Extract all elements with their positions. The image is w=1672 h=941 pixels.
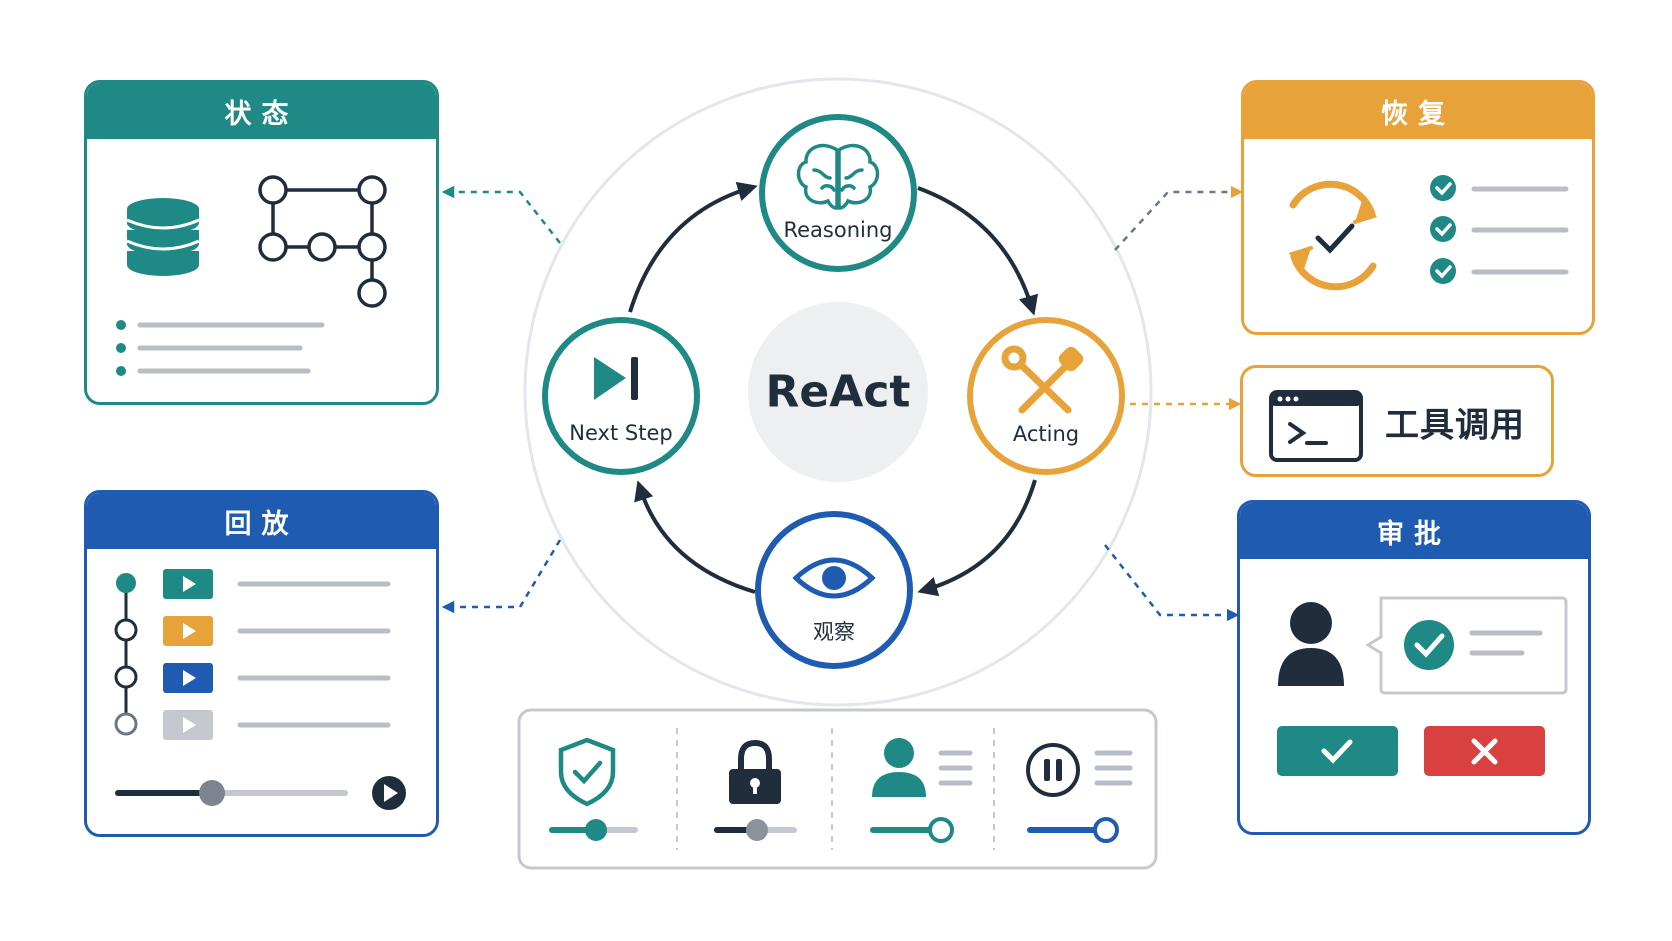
play-icon (163, 569, 213, 740)
refresh-check-icon (1288, 180, 1378, 291)
arrow-acting-to-observe (917, 479, 1037, 597)
observe-node (755, 511, 913, 669)
replay-panel-title: 回放 (87, 493, 436, 549)
tool-call-label: 工具调用 (1385, 405, 1525, 446)
terminal-icon (1269, 390, 1363, 462)
connector-state (441, 185, 561, 244)
approve-button[interactable] (1277, 726, 1398, 776)
scrubber-icon (115, 776, 406, 810)
approval-panel-title: 审批 (1240, 503, 1588, 559)
speech-bubble (1365, 596, 1568, 695)
connectors (441, 185, 1244, 622)
replay-panel: 回放 (84, 490, 439, 837)
reject-button[interactable] (1424, 726, 1545, 776)
replay-panel-content (114, 569, 406, 810)
database-icon (126, 198, 200, 276)
connector-recovery (1114, 185, 1244, 251)
acting-node (967, 317, 1125, 475)
state-panel: 状态 (84, 80, 439, 405)
user-icon (1278, 602, 1344, 686)
wrench-screwdriver-icon (1001, 345, 1084, 414)
arrow-observe-to-nextstep (634, 480, 756, 594)
shield-check-icon[interactable] (549, 737, 638, 841)
arrow-reasoning-to-acting (917, 186, 1039, 316)
approval-panel: 审批 (1237, 500, 1591, 835)
control-strip (517, 708, 1158, 870)
brain-icon (796, 143, 880, 210)
tool-call-panel[interactable] (1240, 365, 1554, 477)
state-panel-title: 状态 (87, 83, 436, 139)
next-step-label: Next Step (569, 421, 673, 445)
center-title: ReAct (765, 366, 911, 418)
arrow-nextstep-to-reasoning (628, 181, 758, 313)
checklist-icon (1430, 175, 1569, 284)
connector-approval (1104, 544, 1240, 622)
reasoning-label: Reasoning (783, 218, 893, 242)
next-step-node (542, 317, 700, 475)
recovery-panel-title: 恢复 (1244, 83, 1592, 139)
state-list (116, 320, 325, 376)
eye-icon (792, 557, 876, 599)
recovery-panel: 恢复 (1241, 80, 1595, 335)
recovery-panel-content (1288, 175, 1569, 291)
pause-icon[interactable] (1026, 743, 1133, 843)
cycle-arrows (628, 181, 1039, 597)
acting-label: Acting (1012, 422, 1080, 446)
skip-forward-icon (594, 357, 638, 400)
state-panel-content (116, 175, 387, 376)
reject-icon (1471, 738, 1498, 765)
user-list-icon[interactable] (870, 738, 973, 843)
lock-icon[interactable] (714, 739, 797, 841)
observe-label: 观察 (813, 620, 855, 644)
approval-panel-content (1278, 596, 1568, 695)
connector-replay (441, 539, 562, 614)
graph-icon (258, 175, 387, 308)
center-disc (748, 302, 928, 482)
reasoning-node (759, 114, 917, 272)
approve-icon (1321, 739, 1353, 764)
